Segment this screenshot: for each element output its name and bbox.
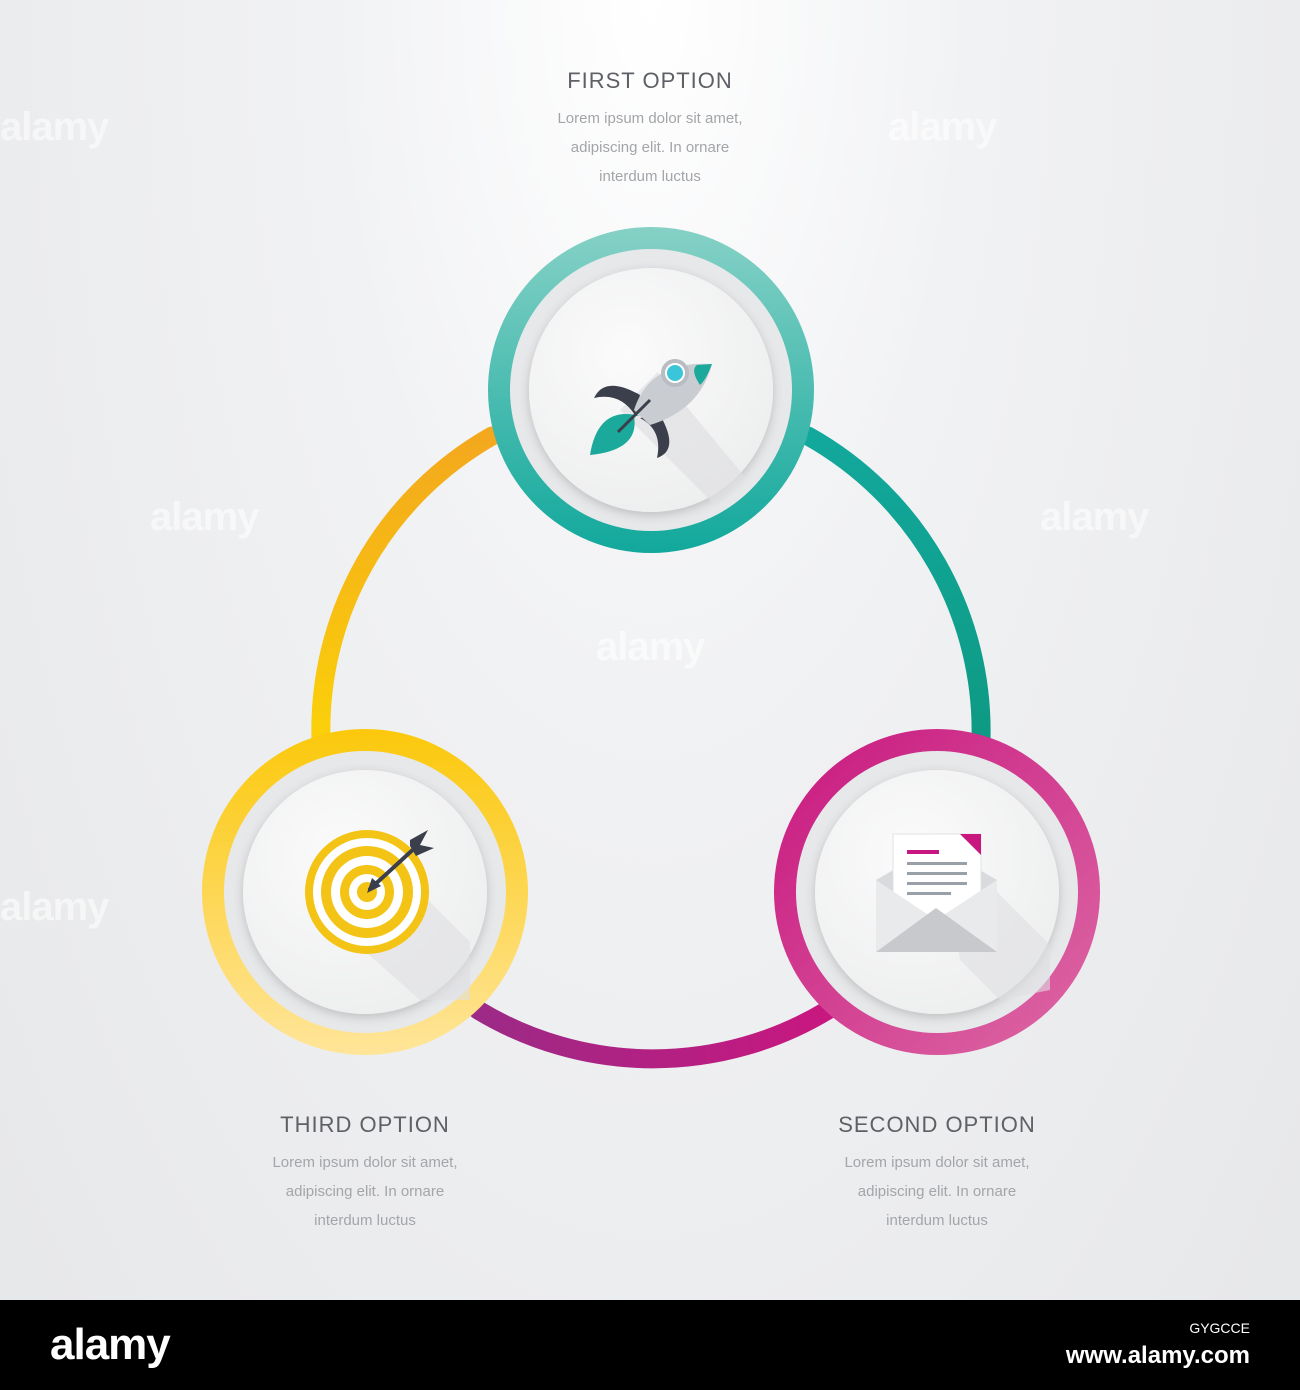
first-option-line-2: adipiscing elit. In ornare xyxy=(570,139,730,156)
left-connector-arc xyxy=(311,426,502,750)
third-option-text: THIRD OPTION Lorem ipsum dolor sit amet,… xyxy=(215,1112,515,1235)
second-option-line-3: interdum luctus xyxy=(886,1212,988,1229)
second-option-line-2: adipiscing elit. In ornare xyxy=(857,1183,1017,1200)
node-first-option xyxy=(488,227,814,553)
third-option-title: THIRD OPTION xyxy=(280,1112,450,1137)
footer-info: GYGCCE www.alamy.com xyxy=(1066,1320,1250,1370)
first-option-line-1: Lorem ipsum dolor sit amet, xyxy=(557,110,743,127)
rocket-icon xyxy=(590,359,745,506)
bottom-connector-arc xyxy=(468,1000,838,1069)
watermark-text: alamy xyxy=(150,495,259,539)
watermark-text: alamy xyxy=(0,105,109,149)
first-option-text: FIRST OPTION Lorem ipsum dolor sit amet,… xyxy=(500,68,800,191)
right-connector-arc xyxy=(798,426,991,750)
footer-url: www.alamy.com xyxy=(1065,1342,1250,1369)
second-option-title: SECOND OPTION xyxy=(838,1112,1036,1137)
node-third-option xyxy=(202,729,528,1055)
watermark-text: alamy xyxy=(0,885,109,929)
watermark-text: alamy xyxy=(888,105,997,149)
watermark-text: alamy xyxy=(596,625,705,669)
third-option-line-2: adipiscing elit. In ornare xyxy=(285,1183,445,1200)
watermark-text: alamy xyxy=(1040,495,1149,539)
footer-bar: alamy GYGCCE www.alamy.com xyxy=(0,1300,1300,1390)
footer-image-id: GYGCCE xyxy=(1189,1320,1250,1336)
footer-logo: alamy xyxy=(50,1320,171,1369)
second-option-line-1: Lorem ipsum dolor sit amet, xyxy=(844,1154,1030,1171)
node-second-option xyxy=(774,729,1100,1055)
third-option-line-1: Lorem ipsum dolor sit amet, xyxy=(272,1154,458,1171)
cycle-diagram xyxy=(202,227,1100,1069)
envelope-letter-icon xyxy=(876,833,1050,1000)
target-arrow-icon xyxy=(305,830,470,1000)
third-option-line-3: interdum luctus xyxy=(314,1212,416,1229)
second-option-text: SECOND OPTION Lorem ipsum dolor sit amet… xyxy=(787,1112,1087,1235)
first-option-title: FIRST OPTION xyxy=(567,68,733,93)
first-option-line-3: interdum luctus xyxy=(599,168,701,185)
